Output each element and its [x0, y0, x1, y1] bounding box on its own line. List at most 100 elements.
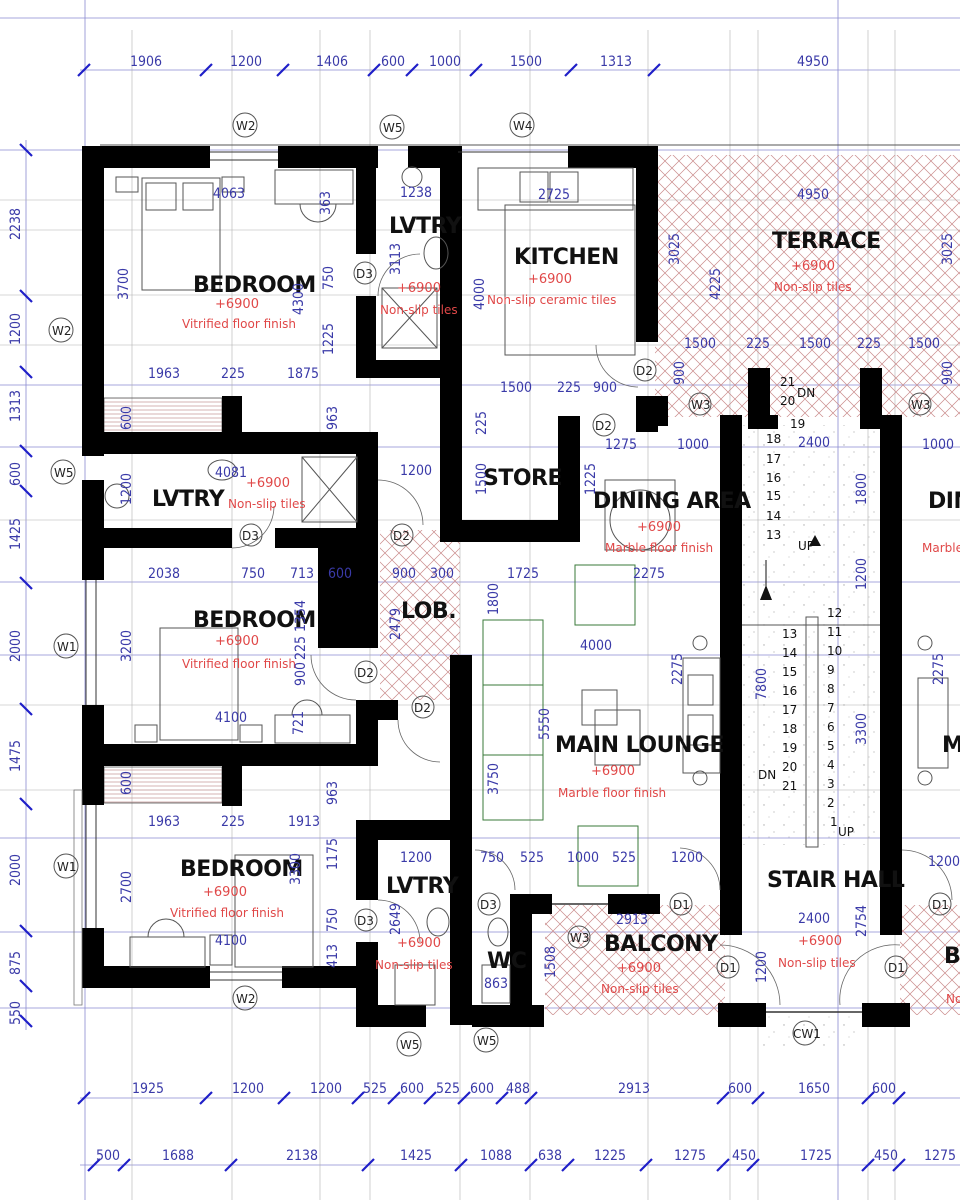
svg-text:+6900: +6900	[617, 961, 661, 976]
svg-text:600: 600	[119, 771, 135, 795]
svg-text:750: 750	[321, 266, 337, 290]
window-tag: W3	[691, 398, 711, 412]
svg-text:+6900: +6900	[397, 281, 441, 296]
svg-text:5: 5	[827, 739, 835, 753]
door-swings	[231, 253, 953, 1006]
svg-text:4081: 4081	[215, 465, 247, 481]
svg-text:Marble floor finish: Marble floor finish	[605, 541, 713, 555]
svg-text:1000: 1000	[429, 54, 461, 70]
svg-text:18: 18	[766, 432, 781, 446]
svg-text:1200: 1200	[671, 850, 703, 866]
svg-text:19: 19	[782, 741, 797, 755]
svg-text:1800: 1800	[486, 583, 502, 615]
svg-text:1963: 1963	[148, 814, 180, 830]
svg-text:Non-slip tiles: Non-slip tiles	[375, 958, 453, 972]
svg-text:7: 7	[827, 701, 835, 715]
svg-text:900: 900	[672, 361, 688, 385]
svg-text:BEDROOM: BEDROOM	[193, 608, 316, 633]
svg-text:363: 363	[318, 191, 334, 215]
svg-text:963: 963	[325, 781, 341, 805]
window-tag: W5	[400, 1038, 420, 1052]
room-main-lounge: MAIN LOUNGE +6900 Marble floor finish 18…	[486, 583, 947, 800]
svg-text:LVTRY: LVTRY	[386, 874, 460, 899]
wardrobe-1	[103, 397, 223, 435]
svg-text:12: 12	[827, 606, 842, 620]
svg-text:19: 19	[790, 417, 805, 431]
svg-text:11: 11	[827, 625, 842, 639]
svg-text:4000: 4000	[472, 278, 488, 310]
svg-text:14: 14	[766, 509, 781, 523]
stair-arrow-up-icon	[809, 535, 821, 546]
svg-text:2649: 2649	[388, 903, 404, 935]
svg-text:3700: 3700	[116, 268, 132, 300]
door-tag: D2	[357, 666, 374, 680]
svg-text:4950: 4950	[797, 187, 829, 203]
svg-text:525: 525	[363, 1081, 387, 1097]
svg-text:+6900: +6900	[591, 764, 635, 779]
lobby-hatch	[380, 530, 460, 700]
window-tag: W3	[570, 931, 590, 945]
svg-text:2400: 2400	[798, 911, 830, 927]
svg-text:1275: 1275	[674, 1148, 706, 1164]
svg-text:4: 4	[827, 758, 835, 772]
svg-text:8: 8	[827, 682, 835, 696]
svg-text:LOB.: LOB.	[401, 599, 456, 624]
svg-text:UP: UP	[838, 825, 854, 839]
svg-text:600: 600	[8, 462, 24, 486]
window-tag: W2	[236, 992, 256, 1006]
svg-text:20: 20	[780, 394, 795, 408]
room-store: STORE 1500 225 900 1200 225 1500 1725	[400, 380, 617, 582]
svg-text:No: No	[946, 992, 960, 1006]
svg-text:+6900: +6900	[246, 476, 290, 491]
svg-text:BEDROOM: BEDROOM	[193, 273, 316, 298]
svg-text:600: 600	[728, 1081, 752, 1097]
svg-text:Vitrified floor finish: Vitrified floor finish	[182, 657, 296, 671]
room-stair-hall: STAIR HALL +6900 Non-slip tiles 2400 275…	[754, 435, 905, 983]
window-tag: W2	[52, 324, 72, 338]
svg-text:1200: 1200	[400, 850, 432, 866]
svg-text:900: 900	[940, 361, 956, 385]
svg-text:2275: 2275	[670, 653, 686, 685]
svg-text:7800: 7800	[754, 668, 770, 700]
svg-text:21: 21	[780, 375, 795, 389]
svg-text:225: 225	[293, 636, 309, 660]
left-dimension-column: 2238 1200 1313 600 1425 2000 1475 2000 8…	[8, 208, 24, 1025]
svg-text:17: 17	[766, 452, 781, 466]
svg-text:525: 525	[612, 850, 636, 866]
svg-text:1000: 1000	[922, 437, 954, 453]
svg-text:WC: WC	[487, 949, 526, 974]
svg-text:2275: 2275	[931, 653, 947, 685]
svg-text:DINING AREA: DINING AREA	[593, 489, 751, 514]
svg-text:2138: 2138	[286, 1148, 318, 1164]
svg-text:1275: 1275	[924, 1148, 956, 1164]
svg-text:1: 1	[830, 815, 838, 829]
svg-text:BALCONY: BALCONY	[604, 932, 719, 957]
svg-text:600: 600	[470, 1081, 494, 1097]
svg-text:+6900: +6900	[791, 259, 835, 274]
room-wc: WC 863 750 525	[480, 850, 544, 992]
room-balcony: BALCONY +6900 Non-slip tiles 1000 525 12…	[543, 850, 720, 996]
svg-text:1225: 1225	[594, 1148, 626, 1164]
svg-text:B: B	[944, 944, 960, 969]
svg-text:2700: 2700	[119, 871, 135, 903]
window-tag: W2	[236, 119, 256, 133]
svg-text:413: 413	[325, 944, 341, 968]
room-terrace: TERRACE +6900 Non-slip tiles 4950 3025 1…	[672, 187, 956, 385]
svg-text:+6900: +6900	[215, 634, 259, 649]
window-tag: W1	[57, 640, 77, 654]
tags: W2 W5 W4 W2 W5 W1 W1 W2 W5 W5 CW1 W3 W3 …	[52, 119, 949, 1052]
door-tag: D1	[720, 961, 737, 975]
svg-text:4300: 4300	[291, 283, 307, 315]
svg-text:225: 225	[857, 336, 881, 352]
tag-circles	[48, 112, 952, 1057]
svg-text:1238: 1238	[400, 185, 432, 201]
svg-text:600: 600	[328, 566, 352, 582]
svg-text:1406: 1406	[316, 54, 348, 70]
svg-text:Non-slip tiles: Non-slip tiles	[228, 497, 306, 511]
svg-text:LVTRY: LVTRY	[389, 214, 463, 239]
svg-text:Non-slip tiles: Non-slip tiles	[601, 982, 679, 996]
room-lvtry-2: LVTRY +6900 Non-slip tiles 4081 1200 600	[119, 406, 306, 512]
bottom-dimension-row-2: 500 1688 2138 1425 1088 638 1225 1275 45…	[96, 1148, 956, 1164]
svg-text:1200: 1200	[928, 854, 960, 870]
